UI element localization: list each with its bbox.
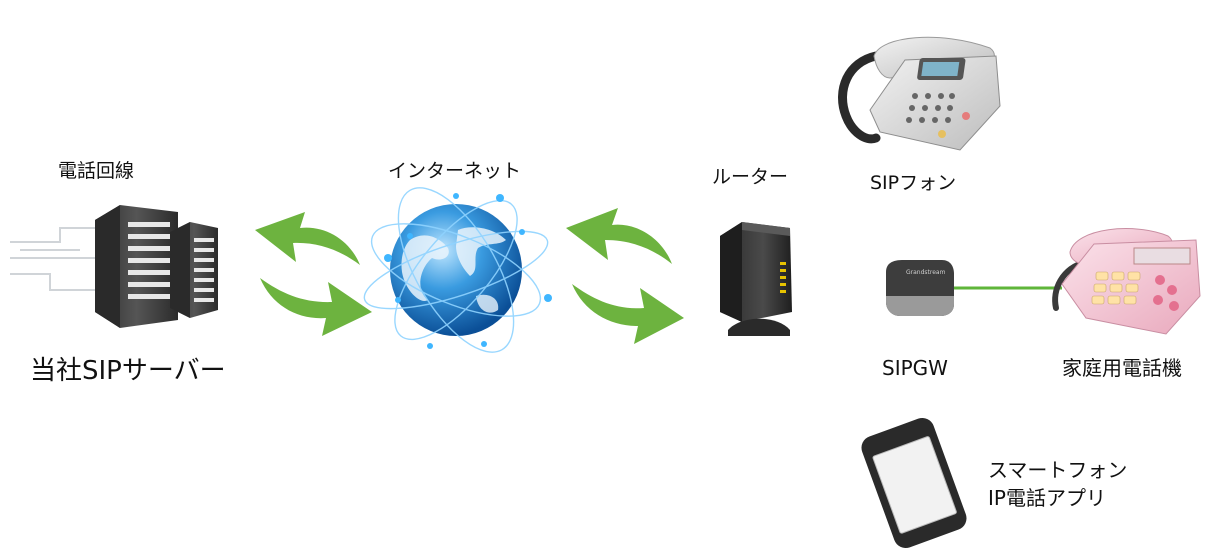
smartphone-label-line1: スマートフォン: [988, 458, 1128, 482]
smartphone-label-line2: IP電話アプリ: [988, 486, 1106, 510]
globe-icon: [363, 187, 552, 353]
sync-arrows-icon: [255, 212, 372, 336]
phone-line-label: 電話回線: [58, 160, 135, 182]
server-label: 当社SIPサーバー: [30, 356, 226, 386]
home-phone-icon: [1052, 228, 1201, 335]
desk-phone-icon: [838, 36, 1001, 151]
internet-label: インターネット: [388, 160, 522, 182]
gateway-icon: Grandstream: [886, 260, 954, 316]
router-label: ルーター: [712, 166, 789, 188]
router-icon: [720, 222, 792, 336]
gateway-brand-text: Grandstream: [906, 269, 946, 276]
server-icon: [95, 205, 218, 328]
server-cables: [10, 227, 100, 291]
sync-arrows-icon: [566, 208, 684, 344]
home-phone-label: 家庭用電話機: [1062, 356, 1182, 380]
smartphone-icon: [861, 417, 967, 549]
sip-phone-label: SIPフォン: [870, 172, 957, 194]
sipgw-label: SIPGW: [882, 356, 948, 380]
